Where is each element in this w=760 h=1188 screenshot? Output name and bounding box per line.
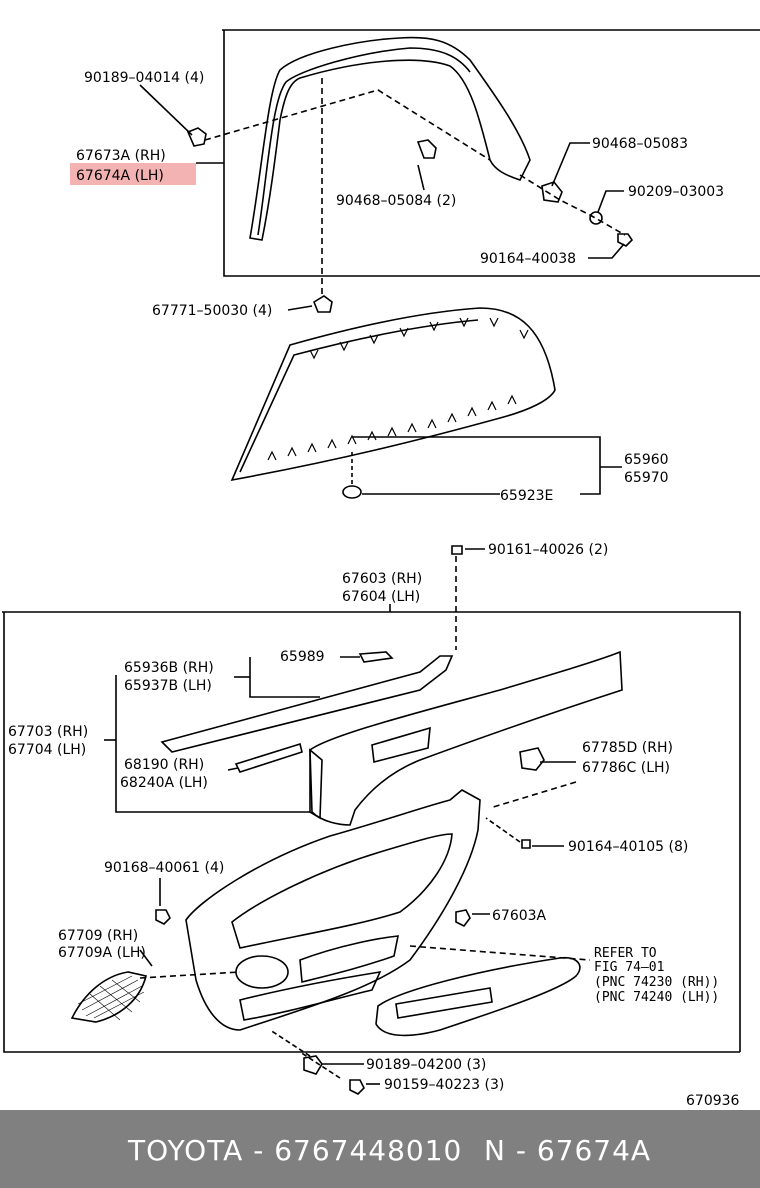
leader-67771-50030 [287, 305, 313, 311]
clip-90189-04014 [186, 127, 207, 147]
leader-90468-05084 [417, 164, 425, 191]
door-garnish-part [249, 36, 531, 241]
label-90468-05083[interactable]: 90468–05083 [592, 136, 688, 152]
label-68190[interactable]: 68190 (RH) [124, 757, 204, 773]
label-90189-04200[interactable]: 90189–04200 (3) [366, 1057, 486, 1073]
garnish-dashed-leader [204, 89, 491, 161]
armrest-panel [375, 956, 581, 1037]
label-65936B[interactable]: 65936B (RH) [124, 660, 214, 676]
clip-90189-04200 [303, 1055, 323, 1075]
door-garnish-inner [257, 47, 471, 236]
footer-reference: N - 67674A [484, 1134, 652, 1167]
label-67704[interactable]: 67704 (LH) [8, 742, 86, 758]
label-68240A[interactable]: 68240A (LH) [120, 775, 208, 791]
moulding-strip [160, 655, 454, 753]
grille-mesh [77, 975, 145, 1021]
label-67703[interactable]: 67703 (RH) [8, 724, 88, 740]
leader-68190 [227, 767, 239, 771]
speaker-grille [70, 971, 147, 1023]
strip-68190 [234, 742, 303, 773]
label-67674A-selected[interactable]: 67674A (LH) [76, 168, 164, 184]
selected-part-highlight [70, 163, 196, 185]
clip-67785D [519, 747, 545, 771]
leader-90189-04014 [139, 84, 193, 136]
screw-90164-40038 [617, 233, 634, 247]
trim-inner-window [231, 833, 453, 949]
leader-67709 [139, 949, 153, 967]
garnish-dashed-leader-2 [519, 174, 626, 236]
label-90189-04014[interactable]: 90189–04014 (4) [84, 70, 204, 86]
label-65923E[interactable]: 65923E [500, 488, 553, 504]
quarter-panel-piece [230, 307, 556, 482]
label-90164-40105[interactable]: 90164–40105 (8) [568, 839, 688, 855]
clip-90468-05083 [541, 181, 563, 203]
clip-65923E [342, 485, 362, 499]
dashed-90164-40105 [485, 817, 521, 843]
trim-lower-pocket [239, 970, 382, 1021]
clip-67603A [455, 909, 471, 928]
parts-diagram: 90189–04014 (4) 67673A (RH) 67674A (LH) … [2, 29, 760, 1109]
label-67603A[interactable]: 67603A [492, 908, 547, 924]
label-90209-03003[interactable]: 90209–03003 [628, 184, 724, 200]
label-67603[interactable]: 67603 (RH) [342, 571, 422, 587]
label-67604[interactable]: 67604 (LH) [342, 589, 420, 605]
door-trim-board [185, 789, 481, 1031]
upper-trim-side [309, 748, 323, 820]
label-67673A[interactable]: 67673A (RH) [76, 148, 166, 164]
lower-group-frame [2, 611, 741, 1052]
upper-trim-panel [309, 650, 623, 826]
leader-90209-03003 [597, 190, 624, 213]
clip-67771-50030 [313, 295, 333, 313]
clip-90468-05084 [416, 139, 437, 159]
leader-90468-05083 [551, 142, 590, 187]
quarter-panel-inner [239, 319, 479, 473]
label-90468-05084[interactable]: 90468–05084 (2) [336, 193, 456, 209]
label-65989[interactable]: 65989 [280, 649, 325, 665]
bracket-67703 [115, 675, 310, 813]
label-67771-50030[interactable]: 67771–50030 (4) [152, 303, 272, 319]
label-refer-pnc-lh: (PNC 74240 (LH)) [594, 990, 719, 1005]
label-refer-to: REFER TO [594, 946, 657, 961]
dashed-90159-40223 [299, 1051, 341, 1079]
label-67709A[interactable]: 67709A (LH) [58, 945, 146, 961]
upper-trim-armrest [371, 726, 431, 764]
bracket-65936B [249, 657, 320, 698]
moulding-part-65989 [358, 651, 394, 663]
bracket-65960 [352, 436, 601, 495]
nut-90209-03003 [589, 211, 603, 225]
label-65960[interactable]: 65960 [624, 452, 669, 468]
dashed-67785D [489, 781, 577, 809]
armrest-switch [395, 987, 493, 1019]
footer-bar: TOYOTA - 6767448010 N - 67674A [0, 1110, 760, 1188]
label-90159-40223[interactable]: 90159–40223 (3) [384, 1077, 504, 1093]
screw-90164-40105 [521, 839, 531, 849]
figure-number: 670936 [686, 1093, 740, 1109]
dashed-speaker [139, 971, 241, 979]
leader-90164-40038 [588, 243, 625, 259]
lower-group-frame-left [3, 612, 740, 1053]
label-67709[interactable]: 67709 (RH) [58, 928, 138, 944]
label-90161-40026[interactable]: 90161–40026 (2) [488, 542, 608, 558]
label-90168-40061[interactable]: 90168–40061 (4) [104, 860, 224, 876]
speaker-opening [235, 955, 289, 989]
label-65937B[interactable]: 65937B (LH) [124, 678, 212, 694]
screw-90161-40026 [451, 545, 463, 555]
trim-pocket [299, 935, 399, 984]
screw-90159-40223 [349, 1079, 365, 1095]
footer-brand-part: TOYOTA - 6767448010 [128, 1134, 463, 1167]
upper-group-frame-left [223, 30, 760, 277]
label-90164-40038[interactable]: 90164–40038 [480, 251, 576, 267]
dashed-refer [409, 945, 591, 961]
clip-row [267, 317, 529, 461]
label-refer-fig[interactable]: FIG 74–01 [594, 960, 664, 975]
label-67786C[interactable]: 67786C (LH) [582, 760, 670, 776]
label-67785D[interactable]: 67785D (RH) [582, 740, 673, 756]
label-refer-pnc-rh: (PNC 74230 (RH)) [594, 975, 719, 990]
clip-90168-40061 [155, 909, 171, 925]
label-65970[interactable]: 65970 [624, 470, 669, 486]
